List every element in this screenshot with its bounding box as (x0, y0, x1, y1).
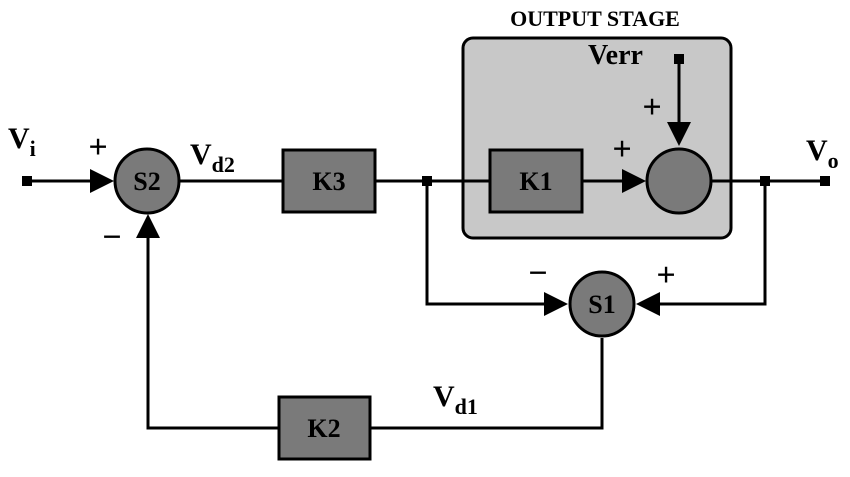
label-vd1-sub: d1 (455, 394, 478, 419)
output-stage-title: OUTPUT STAGE (510, 6, 680, 31)
label-vi-main: V (8, 122, 30, 155)
arrow-into-s2-left (90, 169, 114, 193)
block-k3-label: K3 (312, 167, 345, 196)
label-vd1-main: V (433, 380, 455, 413)
arrow-into-s1-right (636, 292, 660, 316)
block-k2-label: K2 (307, 414, 340, 443)
summer-s1 (568, 270, 636, 338)
sign-out-sum-top: + (642, 89, 661, 126)
summer-s1-label: S1 (588, 290, 615, 319)
block-k3 (281, 148, 377, 214)
sign-s1-right: + (656, 257, 675, 294)
block-k1-label: K1 (519, 167, 552, 196)
summer-s2-label: S2 (133, 167, 160, 196)
sign-s2-bottom: − (102, 219, 121, 256)
arrow-into-s2-bottom (136, 214, 160, 238)
verr-terminal (674, 54, 684, 64)
label-vo: Vo (806, 134, 839, 173)
arrow-into-out-sum-left (622, 169, 646, 193)
vo-terminal (820, 176, 830, 186)
wire-s1-to-k2 (370, 338, 604, 430)
junction-node-k3 (422, 176, 432, 186)
label-vd1: Vd1 (433, 380, 478, 419)
label-vd2-main: V (190, 138, 212, 171)
block-k2 (277, 395, 372, 461)
arrow-into-out-sum-top (667, 122, 691, 146)
arrow-into-s1-left (544, 292, 568, 316)
label-vo-main: V (806, 134, 828, 167)
wire-node-to-s1 (425, 181, 556, 306)
junction-node-vo (760, 176, 770, 186)
block-k1 (488, 148, 584, 214)
sign-s2-top: + (88, 129, 107, 166)
label-vi-sub: i (30, 136, 36, 161)
label-vd2: Vd2 (190, 138, 235, 177)
wire-k2-to-s2 (146, 226, 279, 430)
sign-out-sum-left: + (612, 131, 631, 168)
wire-vo-to-s1 (648, 181, 767, 306)
vi-terminal (22, 176, 32, 186)
label-vi: Vi (8, 122, 36, 161)
label-vo-sub: o (828, 148, 839, 173)
label-vd2-sub: d2 (212, 152, 235, 177)
summer-output (645, 147, 713, 215)
summer-s2 (113, 147, 181, 215)
label-verr: Verr (588, 40, 643, 71)
sign-s1-left: − (528, 255, 547, 292)
